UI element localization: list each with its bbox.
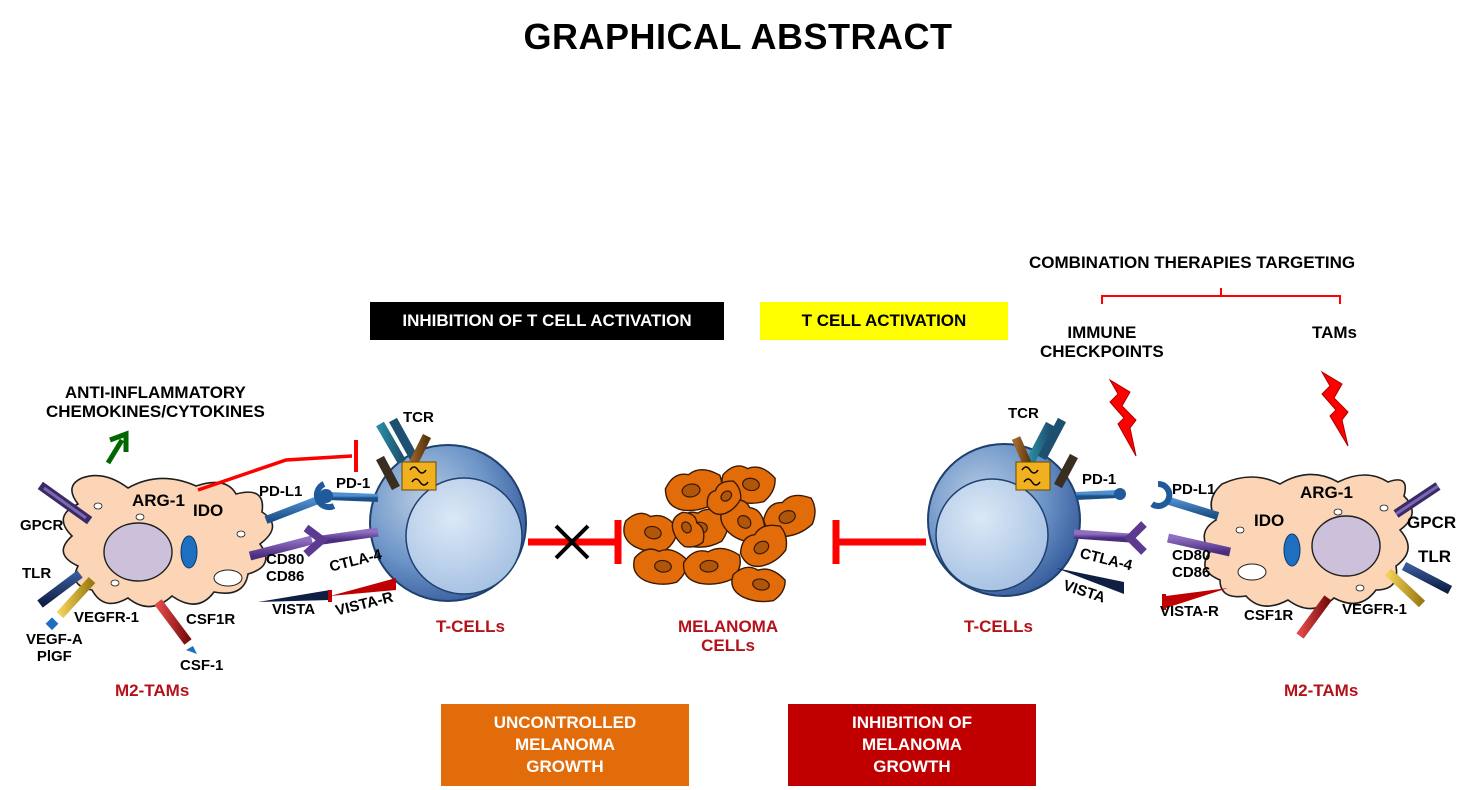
- anti-inflammatory-label: ANTI-INFLAMMATORY CHEMOKINES/CYTOKINES: [46, 383, 265, 421]
- melanoma-cell: [706, 480, 742, 516]
- left-vegfr1-label: VEGFR-1: [74, 609, 140, 626]
- left-vista-label: VISTA: [272, 601, 316, 618]
- right-csf1r-label: CSF1R: [1244, 607, 1294, 624]
- immune-checkpoints-label: IMMUNE CHECKPOINTS: [1040, 323, 1164, 361]
- right-gpcr-label: GPCR: [1407, 513, 1457, 532]
- uncontrolled-growth-box: UNCONTROLLED MELANOMA GROWTH: [441, 704, 689, 786]
- left-tcell: [303, 417, 527, 602]
- right-arg1-label: ARG-1: [1300, 483, 1353, 502]
- left-cd80-cd86-label: CD80 CD86: [266, 551, 305, 585]
- right-pd1-label: PD-1: [1082, 471, 1117, 488]
- right-tcells-label: T-CELLs: [964, 617, 1033, 636]
- left-pdl1-ligand: [264, 481, 336, 524]
- inhibition-activation-box: INHIBITION OF T CELL ACTIVATION: [370, 302, 724, 340]
- right-vista-r-label: VISTA-R: [1160, 603, 1219, 620]
- left-tcell-inhibition-blocked: [528, 520, 622, 564]
- csf1-ligand: [186, 646, 197, 654]
- left-tam-nucleus: [103, 522, 173, 582]
- right-tam-cell: [1203, 473, 1413, 610]
- left-tlr-label: TLR: [22, 565, 52, 582]
- left-ido-label: IDO: [193, 501, 224, 520]
- left-vista-ligand: [258, 590, 330, 602]
- anti-inflammatory-arrow: [105, 430, 129, 465]
- melanoma-cell: [739, 524, 788, 568]
- lightning-icon-tams: [1320, 370, 1349, 447]
- left-tam-cell: [62, 474, 274, 608]
- right-tlr-label: TLR: [1418, 547, 1452, 566]
- tams-target-label: TAMs: [1312, 323, 1358, 342]
- left-tcells-label: T-CELLs: [436, 617, 505, 636]
- combination-bracket: [1101, 288, 1341, 304]
- right-tlr-receptor: [1401, 562, 1453, 594]
- lightning-icon-checkpoints: [1108, 378, 1137, 457]
- left-pdl1-label: PD-L1: [259, 483, 303, 500]
- activation-box: T CELL ACTIVATION: [760, 302, 1008, 340]
- left-tlr-receptor: [37, 570, 83, 608]
- right-tcr-label: TCR: [1008, 405, 1039, 422]
- right-pdl1-ligand: [1150, 480, 1220, 520]
- melanoma-cell: [671, 511, 705, 548]
- melanoma-cell: [731, 566, 786, 603]
- ido-inhibition-line: [197, 440, 358, 492]
- left-csf1r-receptor: [154, 599, 197, 654]
- right-m2-tams-label: M2-TAMs: [1284, 681, 1359, 700]
- right-csf1r-receptor: [1296, 595, 1332, 639]
- vegfa-ligand: [45, 617, 59, 631]
- melanoma-cells-label: MELANOMA CELLs: [678, 617, 779, 655]
- left-cd80-ligand: [248, 535, 314, 561]
- left-m2-tams-label: M2-TAMs: [115, 681, 190, 700]
- left-csf1r-label: CSF1R: [186, 611, 236, 628]
- right-vegfr1-receptor: [1384, 568, 1426, 608]
- left-arg1-label: ARG-1: [132, 491, 185, 510]
- right-vista-r: [1162, 588, 1228, 610]
- melanoma-cell: [633, 548, 688, 585]
- right-gpcr-receptor: [1393, 482, 1441, 518]
- combination-heading: COMBINATION THERAPIES TARGETING: [1029, 253, 1356, 272]
- left-pd1-label: PD-1: [336, 475, 371, 492]
- inhibition-growth-box: INHIBITION OF MELANOMA GROWTH: [788, 704, 1036, 786]
- left-vegfa-pigf-label: VEGF-A PlGF: [26, 631, 83, 665]
- right-ido-label: IDO: [1254, 511, 1285, 530]
- right-tam-nucleus: [1311, 515, 1381, 577]
- right-vegfr1-label: VEGFR-1: [1342, 601, 1408, 618]
- left-gpcr-receptor: [37, 481, 93, 525]
- melanoma-cell: [623, 512, 679, 553]
- melanoma-cell: [682, 547, 741, 585]
- right-pdl1-label: PD-L1: [1172, 481, 1216, 498]
- right-cd80-cd86-label: CD80 CD86: [1172, 547, 1211, 581]
- right-cd80-ligand: [1167, 533, 1231, 557]
- page-title: GRAPHICAL ABSTRACT: [523, 16, 953, 57]
- right-tcell: [927, 417, 1147, 597]
- left-gpcr-label: GPCR: [20, 517, 64, 534]
- left-tcr-label: TCR: [403, 409, 434, 426]
- melanoma-cluster: [623, 465, 816, 603]
- left-csf1-label: CSF-1: [180, 657, 224, 674]
- right-tcell-inhibition: [832, 520, 926, 564]
